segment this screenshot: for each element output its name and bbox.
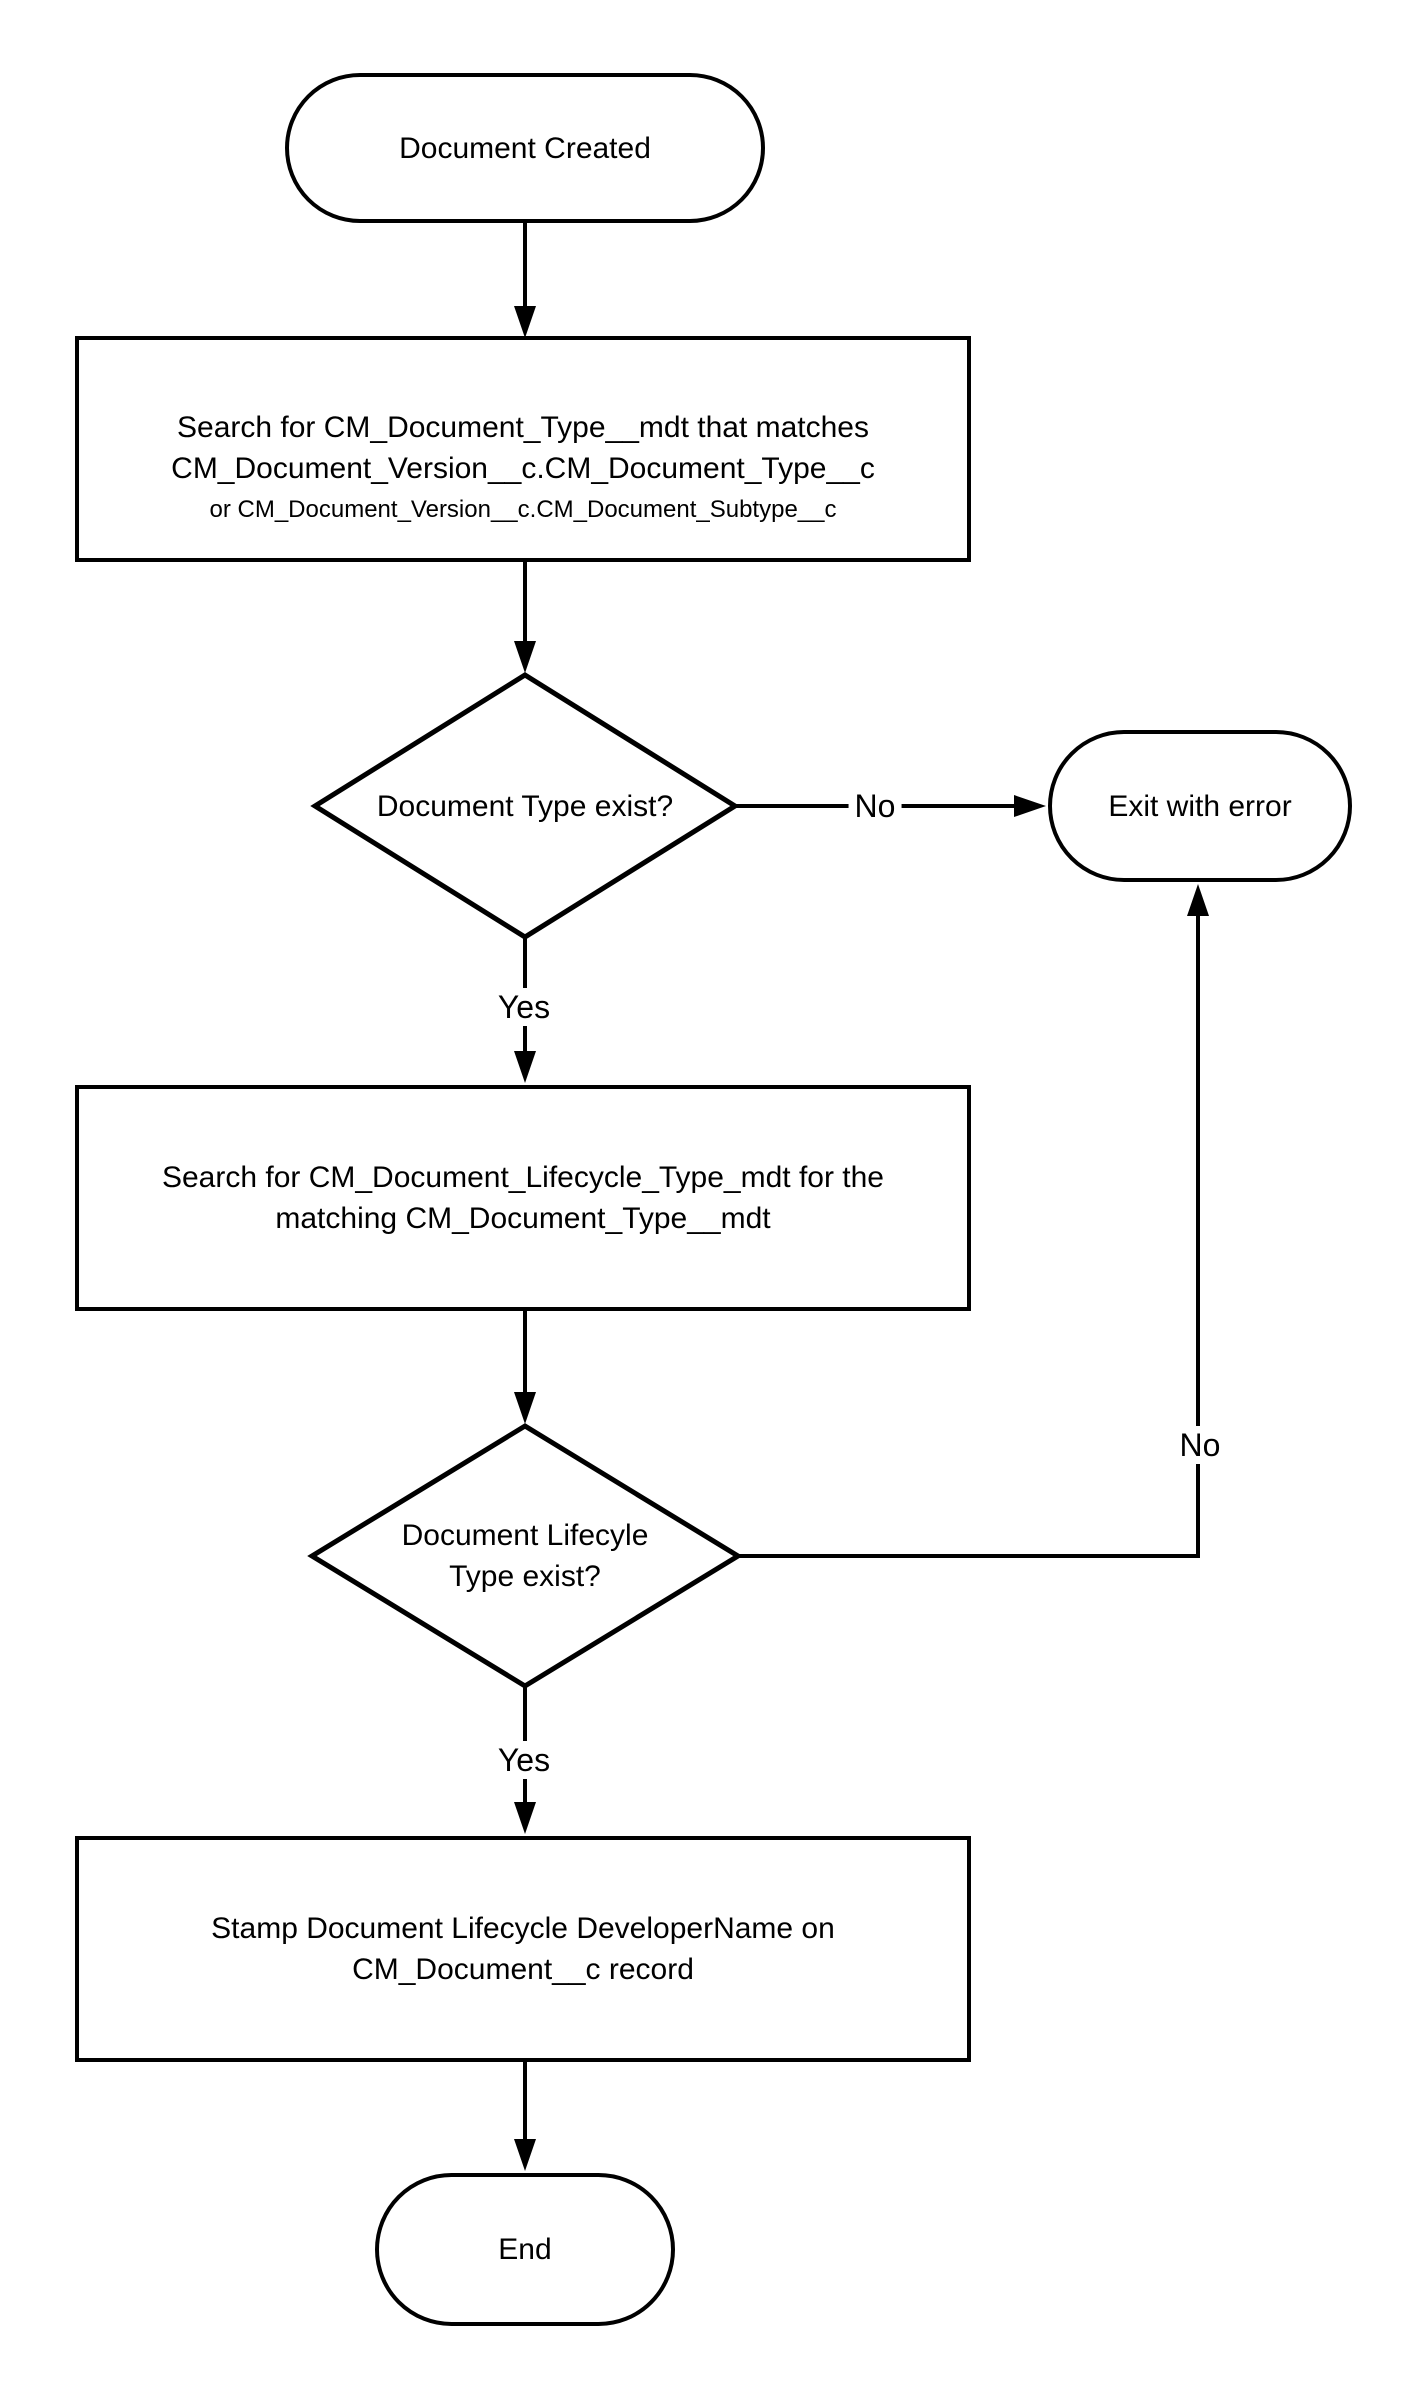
- arrow-stamp-to-end: [514, 2062, 536, 2171]
- arrowhead-down-icon: [514, 2139, 536, 2171]
- arrowhead-right-icon: [1014, 795, 1046, 817]
- end-terminator: End: [375, 2173, 675, 2326]
- process-line: Search for CM_Document_Lifecycle_Type_md…: [161, 1161, 884, 1194]
- decision-lifecycle-type-exist: Document Lifecyle Type exist?: [312, 1426, 738, 1686]
- edge-label-yes-doc-type: Yes: [491, 988, 557, 1026]
- exit-error-label: Exit with error: [1108, 789, 1292, 823]
- end-label: End: [498, 2233, 552, 2266]
- process-line: or CM_Document_Version__c.CM_Document_Su…: [209, 495, 837, 523]
- start-label: Document Created: [399, 131, 651, 165]
- process-line: CM_Document__c record: [352, 1953, 694, 1986]
- process-line: Search for CM_Document_Type__mdt that ma…: [177, 410, 869, 444]
- arrowhead-down-icon: [514, 1392, 536, 1424]
- edge-label-yes-lifecycle: Yes: [491, 1741, 557, 1779]
- process-line: Stamp Document Lifecycle DeveloperName o…: [211, 1912, 835, 1945]
- process-line: CM_Document_Version__c.CM_Document_Type_…: [171, 451, 875, 485]
- decision-label: Document Type exist?: [376, 789, 674, 823]
- decision-label: Document Lifecyle: [401, 1519, 649, 1552]
- arrowhead-down-icon: [514, 641, 536, 673]
- arrowhead-down-icon: [514, 306, 536, 338]
- process-search-lifecycle-type: Search for CM_Document_Lifecycle_Type_md…: [75, 1085, 971, 1311]
- exit-error-terminator: Exit with error: [1048, 730, 1352, 882]
- arrow-search-lifecycle-to-exist: [514, 1311, 536, 1424]
- arrowhead-down-icon: [514, 1051, 536, 1083]
- process-stamp-developer-name: Stamp Document Lifecycle DeveloperName o…: [75, 1836, 971, 2062]
- arrowhead-up-icon: [1187, 884, 1209, 916]
- process-line: matching CM_Document_Type__mdt: [275, 1202, 771, 1235]
- arrow-search-to-doc-type-exist: [514, 562, 536, 673]
- arrow-start-to-search: [514, 223, 536, 338]
- edge-label-no-lifecycle: No: [1173, 1426, 1227, 1464]
- decision-doc-type-exist: Document Type exist?: [315, 675, 735, 937]
- start-terminator: Document Created: [285, 73, 765, 223]
- decision-label: Type exist?: [449, 1560, 601, 1593]
- arrowhead-down-icon: [514, 1802, 536, 1834]
- process-search-document-type: Search for CM_Document_Type__mdt that ma…: [75, 336, 971, 562]
- edge-label-no-doc-type: No: [848, 787, 902, 825]
